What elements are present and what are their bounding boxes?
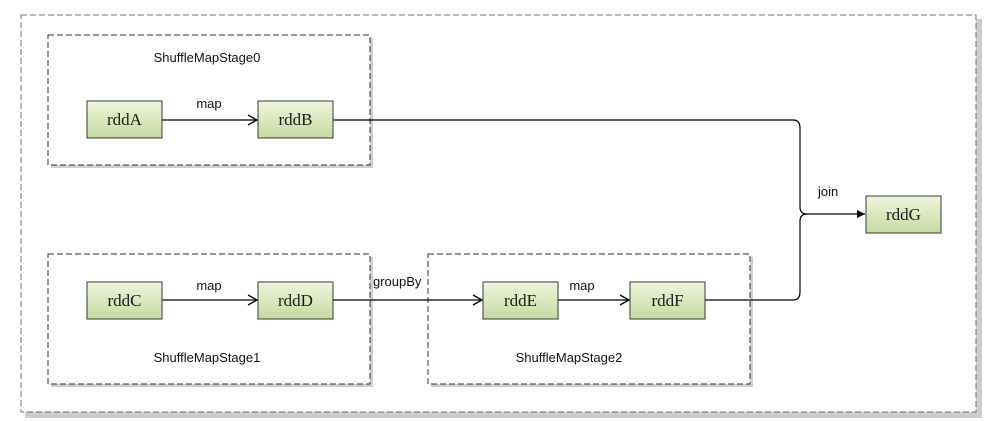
rdd-label-a: rddA — [107, 110, 143, 129]
stage-label-2: ShuffleMapStage2 — [516, 350, 623, 365]
rdd-label-b: rddB — [279, 110, 313, 129]
rdd-label-d: rddD — [278, 291, 313, 310]
rdd-label-g: rddG — [886, 205, 921, 224]
edge-a-to-b: map — [162, 96, 259, 126]
edge-label-c-to-d: map — [196, 278, 221, 293]
rdd-node-d: rddD — [257, 281, 334, 320]
stage-box-2: ShuffleMapStage2 — [427, 253, 753, 387]
rdd-label-c: rddC — [108, 291, 142, 310]
rdd-node-f: rddF — [629, 281, 706, 320]
rdd-node-e: rddE — [482, 281, 559, 320]
edge-c-to-d: map — [162, 278, 259, 306]
edge-e-to-f: map — [558, 278, 631, 306]
rdd-node-b: rddB — [257, 100, 334, 139]
rdd-node-a: rddA — [86, 100, 163, 139]
rdd-node-c: rddC — [86, 281, 163, 320]
rdd-node-g: rddG — [865, 195, 942, 234]
join-edge: join — [333, 119, 865, 301]
edge-label-e-to-f: map — [569, 278, 594, 293]
edge-d-to-e: groupBy — [333, 274, 484, 306]
edge-label-a-to-b: map — [196, 96, 221, 111]
stage-label-1: ShuffleMapStage1 — [154, 350, 261, 365]
edge-label-d-to-e: groupBy — [373, 274, 422, 289]
rdd-label-f: rddF — [651, 291, 683, 310]
stage-box-1: ShuffleMapStage1 — [47, 253, 373, 387]
stage-label-0: ShuffleMapStage0 — [154, 50, 261, 65]
edge-label-join: join — [817, 184, 838, 199]
rdd-label-e: rddE — [504, 291, 537, 310]
